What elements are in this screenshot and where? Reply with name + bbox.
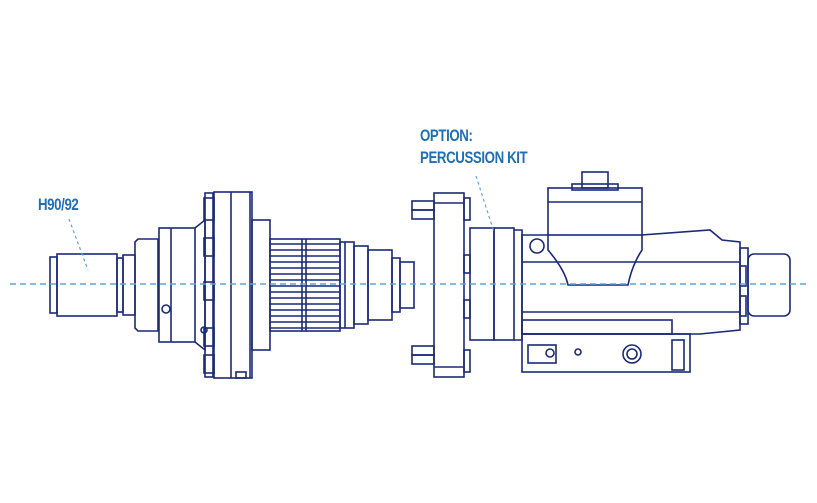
motor-housing bbox=[521, 171, 791, 335]
valve-block bbox=[521, 319, 691, 373]
spline-shaft bbox=[269, 238, 341, 332]
tool-holder-leader-line bbox=[68, 218, 89, 271]
tool-holder-h90-92 bbox=[49, 238, 159, 332]
mounting-flange bbox=[411, 192, 523, 378]
shaft-collars bbox=[339, 241, 415, 329]
percussion-kit-label: PERCUSSION KIT bbox=[420, 148, 528, 167]
tool-holder-label: H90/92 bbox=[38, 195, 79, 214]
percussion-kit-leader-line bbox=[475, 175, 495, 233]
spindle-head bbox=[158, 191, 271, 379]
option-label: OPTION: bbox=[420, 126, 473, 145]
